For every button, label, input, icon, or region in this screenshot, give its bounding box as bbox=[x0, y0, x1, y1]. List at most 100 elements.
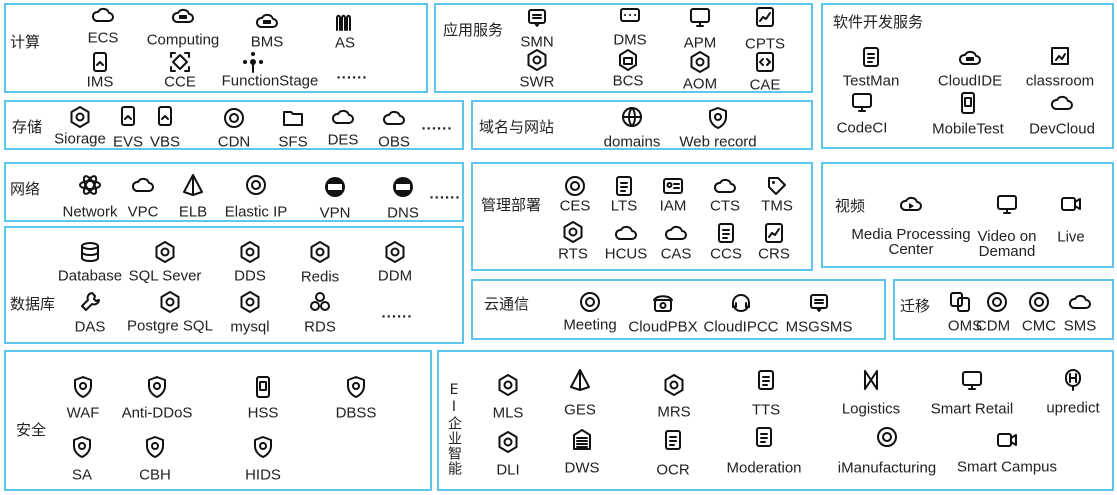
service-label[interactable]: CPTS bbox=[744, 35, 786, 53]
service-label[interactable]: Network bbox=[62, 203, 118, 221]
service-label[interactable]: CloudPBX bbox=[628, 318, 698, 336]
wrench-icon[interactable] bbox=[78, 290, 102, 314]
service-label[interactable]: CBH bbox=[139, 466, 171, 484]
service-label[interactable]: CMC bbox=[1021, 317, 1057, 335]
hexagon-icon[interactable] bbox=[308, 240, 332, 264]
hexagon-icon[interactable] bbox=[525, 48, 549, 72]
function-icon[interactable] bbox=[241, 50, 265, 74]
brain-icon[interactable] bbox=[1061, 368, 1085, 392]
monitor-icon[interactable] bbox=[995, 192, 1019, 216]
service-label[interactable]: mysql bbox=[230, 318, 270, 336]
doc-icon[interactable] bbox=[859, 45, 883, 69]
service-label[interactable]: Smart Campus bbox=[956, 458, 1058, 476]
cloud-chip-icon[interactable] bbox=[255, 8, 279, 32]
service-label[interactable]: RTS bbox=[558, 245, 588, 263]
hexagon-icon[interactable] bbox=[688, 50, 712, 74]
service-label[interactable]: DNS bbox=[387, 204, 419, 222]
service-label[interactable]: CDN bbox=[217, 133, 251, 151]
service-label[interactable]: classroom bbox=[1025, 72, 1095, 90]
hexagon-icon[interactable] bbox=[383, 240, 407, 264]
shield-icon[interactable] bbox=[143, 435, 167, 459]
service-label[interactable]: DWS bbox=[564, 459, 600, 477]
camera-icon[interactable] bbox=[1059, 192, 1083, 216]
service-label[interactable]: CDM bbox=[975, 317, 1011, 335]
globe-icon[interactable] bbox=[620, 105, 644, 129]
cloud-play-icon[interactable] bbox=[899, 192, 923, 216]
chart-icon[interactable] bbox=[753, 5, 777, 29]
service-label[interactable]: AOM bbox=[682, 75, 718, 93]
service-label[interactable]: OBS bbox=[378, 133, 410, 151]
hexagon-icon[interactable] bbox=[158, 290, 182, 314]
monitor-icon[interactable] bbox=[850, 90, 874, 114]
cloud-icon[interactable] bbox=[1068, 290, 1092, 314]
service-label[interactable]: SQL Sever bbox=[128, 267, 202, 285]
service-label[interactable]: VPN bbox=[319, 204, 351, 222]
service-label[interactable]: Postgre SQL bbox=[127, 317, 213, 335]
blockchain-icon[interactable] bbox=[616, 48, 640, 72]
service-label[interactable]: upredict bbox=[1046, 399, 1100, 417]
service-label[interactable]: Web record bbox=[679, 133, 757, 151]
message-icon[interactable] bbox=[525, 6, 549, 30]
service-label[interactable]: MobileTest bbox=[932, 120, 1004, 138]
service-label[interactable]: EVS bbox=[112, 133, 144, 151]
circle-icon[interactable] bbox=[563, 174, 587, 198]
service-label[interactable]: ECS bbox=[87, 29, 119, 47]
hexagon-icon[interactable] bbox=[68, 105, 92, 129]
service-label[interactable]: Database bbox=[57, 267, 123, 285]
message-icon[interactable] bbox=[807, 291, 831, 315]
monitor-icon[interactable] bbox=[688, 5, 712, 29]
shield-icon[interactable] bbox=[251, 435, 275, 459]
service-label[interactable]: SA bbox=[71, 466, 93, 484]
service-label[interactable]: SMN bbox=[520, 33, 554, 51]
queue-icon[interactable] bbox=[618, 3, 642, 27]
doc-icon[interactable] bbox=[661, 428, 685, 452]
hexagon-icon[interactable] bbox=[238, 240, 262, 264]
service-label[interactable]: FunctionStage bbox=[221, 72, 319, 90]
service-label[interactable]: ELB bbox=[178, 203, 208, 221]
circle-icon[interactable] bbox=[578, 290, 602, 314]
service-label[interactable]: CRS bbox=[758, 245, 790, 263]
mobile-icon[interactable] bbox=[251, 375, 275, 399]
warehouse-icon[interactable] bbox=[570, 428, 594, 452]
service-label[interactable]: BCS bbox=[612, 72, 644, 90]
circle-icon[interactable] bbox=[875, 425, 899, 449]
service-label[interactable]: Computing bbox=[146, 31, 220, 49]
service-label[interactable]: VPC bbox=[127, 203, 159, 221]
monitor-icon[interactable] bbox=[960, 368, 984, 392]
service-label[interactable]: SMS bbox=[1063, 317, 1097, 335]
doc-icon[interactable] bbox=[612, 174, 636, 198]
service-label[interactable]: SFS bbox=[278, 133, 308, 151]
service-label[interactable]: TTS bbox=[751, 401, 781, 419]
service-label[interactable]: DAS bbox=[74, 318, 106, 336]
board-icon[interactable] bbox=[1048, 45, 1072, 69]
service-label[interactable]: CAS bbox=[660, 245, 692, 263]
circle-icon[interactable] bbox=[985, 290, 1009, 314]
service-label[interactable]: HIDS bbox=[245, 466, 281, 484]
service-label[interactable]: CloudIDE bbox=[937, 72, 1003, 90]
cloud-icon[interactable] bbox=[1050, 91, 1074, 115]
service-label[interactable]: DMS bbox=[613, 31, 647, 49]
hexagon-icon[interactable] bbox=[153, 240, 177, 264]
service-label[interactable]: HCUS bbox=[604, 245, 648, 263]
service-label[interactable]: DBSS bbox=[335, 404, 377, 422]
service-label[interactable]: MSGSMS bbox=[785, 318, 853, 336]
headset-icon[interactable] bbox=[729, 291, 753, 315]
service-label[interactable]: CCE bbox=[164, 73, 196, 91]
hexagon-icon[interactable] bbox=[238, 290, 262, 314]
service-label[interactable]: DevCloud bbox=[1029, 120, 1095, 138]
service-label[interactable]: MLS bbox=[492, 404, 524, 422]
camera-icon[interactable] bbox=[995, 428, 1019, 452]
cloud-chip-icon[interactable] bbox=[171, 3, 195, 27]
pyramid-icon[interactable] bbox=[568, 368, 592, 392]
service-label[interactable]: LTS bbox=[610, 197, 638, 215]
service-label[interactable]: GES bbox=[564, 401, 596, 419]
circle-filled-icon[interactable] bbox=[391, 175, 415, 199]
circles-icon[interactable] bbox=[308, 290, 332, 314]
image-doc-icon[interactable] bbox=[116, 104, 140, 128]
service-label[interactable]: HSS bbox=[247, 404, 279, 422]
shield-icon[interactable] bbox=[145, 375, 169, 399]
circle-icon[interactable] bbox=[1027, 290, 1051, 314]
cloud-chip-icon[interactable] bbox=[958, 45, 982, 69]
service-label[interactable]: OMS bbox=[947, 317, 983, 335]
service-label[interactable]: MRS bbox=[657, 403, 691, 421]
